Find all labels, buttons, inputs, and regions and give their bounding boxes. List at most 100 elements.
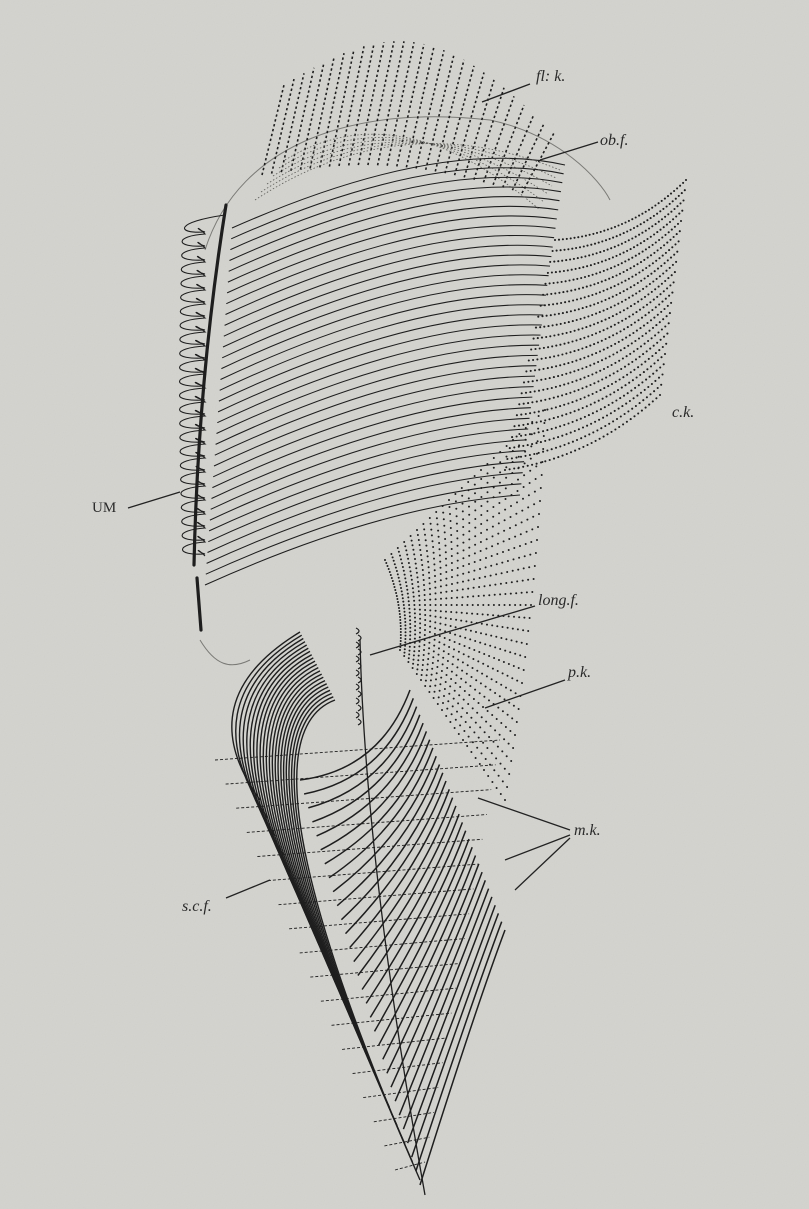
posterior-kinety xyxy=(419,632,421,634)
posterior-kinety xyxy=(438,641,440,643)
caudal-kinety xyxy=(522,424,524,426)
caudal-kinety xyxy=(569,372,571,374)
posterior-kinety xyxy=(487,710,489,712)
posterior-kinety xyxy=(478,651,480,653)
posterior-kinety xyxy=(501,750,503,752)
posterior-kinety xyxy=(439,683,441,685)
posterior-kinety xyxy=(521,642,523,644)
caudal-kinety xyxy=(636,395,638,397)
caudal-kinety xyxy=(557,281,559,283)
posterior-kinety xyxy=(456,597,458,599)
caudal-kinety xyxy=(606,268,608,270)
posterior-kinety xyxy=(534,565,536,567)
caudal-kinety xyxy=(522,445,524,447)
posterior-kinety xyxy=(439,554,441,556)
posterior-kinety xyxy=(454,690,456,692)
posterior-kinety xyxy=(499,471,501,473)
posterior-kinety xyxy=(450,678,452,680)
caudal-kinety xyxy=(682,199,684,201)
caudal-kinety xyxy=(637,301,639,303)
posterior-kinety xyxy=(458,651,460,653)
posterior-kinety xyxy=(510,593,512,595)
caudal-kinety xyxy=(545,336,547,338)
posterior-kinety xyxy=(424,614,426,616)
posterior-kinety xyxy=(495,681,497,683)
posterior-kinety xyxy=(472,595,474,597)
caudal-kinety xyxy=(529,454,531,456)
caudal-kinety xyxy=(597,302,599,304)
posterior-kinety xyxy=(474,518,476,520)
caudal-kinety xyxy=(581,347,583,349)
caudal-kinety xyxy=(593,363,595,365)
caudal-kinety xyxy=(604,299,606,301)
caudal-kinety xyxy=(624,413,626,415)
posterior-kinety xyxy=(434,685,436,687)
posterior-kinety xyxy=(473,587,475,589)
caudal-kinety xyxy=(639,374,641,376)
caudal-kinety xyxy=(546,409,548,411)
posterior-kinety xyxy=(494,729,496,731)
caudal-kinety xyxy=(619,253,621,255)
caudal-kinety xyxy=(673,254,675,256)
caudal-kinety xyxy=(653,362,655,364)
caudal-kinety xyxy=(641,213,643,215)
posterior-kinety xyxy=(531,528,533,530)
posterior-kinety xyxy=(536,453,538,455)
caudal-kinety xyxy=(537,316,539,318)
caudal-kinety xyxy=(574,309,576,311)
posterior-kinety xyxy=(465,620,467,622)
caudal-kinety xyxy=(607,366,609,368)
posterior-kinety xyxy=(498,659,500,661)
posterior-kinety xyxy=(474,475,476,477)
caudal-kinety xyxy=(630,286,632,288)
caudal-kinety xyxy=(595,332,597,334)
posterior-kinety xyxy=(387,565,389,567)
posterior-kinety xyxy=(521,592,523,594)
posterior-kinety xyxy=(392,556,394,558)
caudal-kinety xyxy=(600,427,602,429)
caudal-kinety xyxy=(534,369,536,371)
posterior-kinety xyxy=(408,562,410,564)
caudal-kinety xyxy=(595,273,597,275)
posterior-kinety xyxy=(500,684,502,686)
caudal-kinety xyxy=(673,236,675,238)
posterior-kinety xyxy=(508,702,510,704)
caudal-kinety xyxy=(550,314,552,316)
caudal-kinety xyxy=(646,396,648,398)
posterior-kinety xyxy=(517,479,519,481)
caudal-kinety xyxy=(557,396,559,398)
caudal-kinety xyxy=(609,355,611,357)
posterior-kinety xyxy=(440,573,442,575)
caudal-kinety xyxy=(611,402,613,404)
caudal-kinety xyxy=(670,211,672,213)
caudal-kinety xyxy=(664,325,666,327)
caudal-kinety xyxy=(678,195,680,197)
caudal-kinety xyxy=(536,421,538,423)
caudal-kinety xyxy=(566,453,568,455)
posterior-kinety xyxy=(408,653,410,655)
caudal-kinety xyxy=(661,301,663,303)
posterior-kinety xyxy=(411,579,413,581)
caudal-kinety xyxy=(560,249,562,251)
posterior-kinety xyxy=(516,641,518,643)
caudal-kinety xyxy=(595,391,597,393)
posterior-kinety xyxy=(468,522,470,524)
caudal-kinety xyxy=(550,293,552,295)
posterior-kinety xyxy=(486,538,488,540)
caudal-kinety xyxy=(646,219,648,221)
caudal-kinety xyxy=(582,287,584,289)
posterior-kinety xyxy=(512,439,514,441)
posterior-kinety xyxy=(433,697,435,699)
posterior-kinety xyxy=(405,549,407,551)
posterior-kinety xyxy=(437,530,439,532)
caudal-kinety xyxy=(610,326,612,328)
posterior-kinety xyxy=(492,614,494,616)
caudal-kinety xyxy=(628,297,630,299)
posterior-kinety xyxy=(514,536,516,538)
caudal-kinety xyxy=(587,355,589,357)
posterior-kinety xyxy=(459,686,461,688)
posterior-kinety xyxy=(500,793,502,795)
caudal-kinety xyxy=(644,314,646,316)
caudal-kinety xyxy=(597,380,599,382)
posterior-kinety xyxy=(428,642,430,644)
